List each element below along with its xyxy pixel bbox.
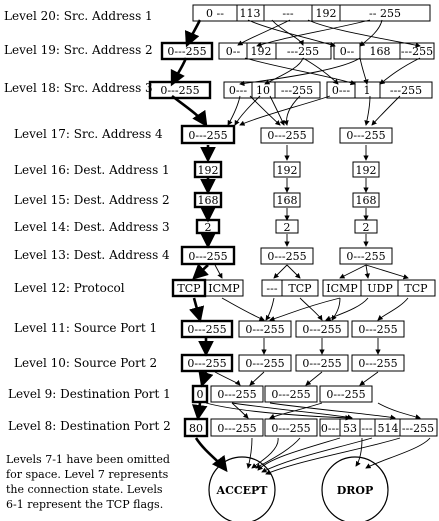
node-l16-a: 192 bbox=[198, 164, 219, 177]
node-l8-d2: 53 bbox=[343, 422, 357, 435]
note-line-1: Levels 7-1 have been omitted bbox=[6, 453, 170, 466]
node-l19-b3: ---255 bbox=[287, 45, 319, 58]
level-15-label: Level 15: Dest. Address 2 bbox=[14, 193, 170, 207]
node-l19-c2: 168 bbox=[370, 45, 391, 58]
level-20-label: Level 20: Src. Address 1 bbox=[4, 9, 153, 23]
edges bbox=[205, 19, 431, 475]
nodes bbox=[148, 4, 438, 438]
footnote: Levels 7-1 have been omitted for space. … bbox=[6, 453, 170, 511]
level-12-label: Level 12: Protocol bbox=[14, 281, 125, 295]
node-l10-d: 0---255 bbox=[358, 357, 397, 370]
node-l10-a: 0---255 bbox=[187, 357, 226, 370]
node-l18-c2: 1 bbox=[364, 84, 371, 97]
note-line-3: the connection state. Levels bbox=[6, 483, 163, 496]
terminals: ACCEPT DROP bbox=[208, 456, 389, 521]
node-l8-d4: 514 bbox=[378, 422, 399, 435]
node-l9-c: 0---255 bbox=[271, 388, 310, 401]
node-l17-a: 0---255 bbox=[188, 129, 227, 142]
node-l11-c: 0---255 bbox=[302, 323, 341, 336]
drop-label: DROP bbox=[337, 484, 374, 497]
node-l8-b: 0---255 bbox=[217, 422, 256, 435]
node-l19-b2: 192 bbox=[251, 45, 272, 58]
node-l8-d5: ---255 bbox=[402, 422, 434, 435]
node-l19-c1: 0-- bbox=[340, 45, 355, 58]
node-l10-b: 0---255 bbox=[245, 357, 284, 370]
node-l12-icmp2: ICMP bbox=[326, 282, 358, 295]
accept-label: ACCEPT bbox=[216, 484, 269, 497]
node-l8-80: 80 bbox=[189, 422, 203, 435]
node-l12-udp: UDP bbox=[367, 282, 393, 295]
drop-node bbox=[321, 456, 389, 521]
accept-node bbox=[208, 456, 276, 521]
level-18-label: Level 18: Src. Address 3 bbox=[4, 81, 153, 95]
node-l18-c3: ---255 bbox=[390, 84, 422, 97]
node-l19-b1: 0-- bbox=[226, 45, 241, 58]
node-l18-b1: 0--- bbox=[229, 84, 247, 97]
node-l9-b: 0---255 bbox=[217, 388, 256, 401]
node-l8-d3: --- bbox=[361, 422, 372, 435]
node-l18-c1: 0--- bbox=[332, 84, 350, 97]
level-19-label: Level 19: Src. Address 2 bbox=[4, 43, 153, 57]
node-l17-b: 0---255 bbox=[267, 129, 306, 142]
node-l12-dash: --- bbox=[266, 282, 277, 295]
node-l20-end: -- 255 bbox=[369, 7, 401, 20]
level-8-label: Level 8: Destination Port 2 bbox=[8, 419, 171, 433]
node-l16-c: 192 bbox=[356, 164, 377, 177]
node-l13-b: 0---255 bbox=[267, 250, 306, 263]
node-l20-dash: --- bbox=[282, 7, 293, 20]
node-l17-c: 0---255 bbox=[346, 129, 385, 142]
level-10-label: Level 10: Source Port 2 bbox=[14, 356, 157, 370]
node-l15-c: 168 bbox=[356, 194, 377, 207]
node-labels: 0 -- 113 --- 192 -- 255 0---255 0-- 192 … bbox=[160, 7, 434, 435]
level-labels: Level 20: Src. Address 1 Level 19: Src. … bbox=[4, 9, 171, 433]
node-l12-tcp: TCP bbox=[177, 282, 201, 295]
node-l13-c: 0---255 bbox=[346, 250, 385, 263]
node-l9-a: 0 bbox=[197, 388, 204, 401]
node-l10-c: 0---255 bbox=[302, 357, 341, 370]
node-l18-b2: 10 bbox=[256, 84, 270, 97]
node-l19-a: 0---255 bbox=[167, 45, 206, 58]
node-l15-b: 168 bbox=[277, 194, 298, 207]
node-l20-192: 192 bbox=[316, 7, 337, 20]
node-l18-a: 0---255 bbox=[160, 84, 199, 97]
node-l15-a: 168 bbox=[198, 194, 219, 207]
note-line-4: 6-1 represent the TCP flags. bbox=[6, 498, 163, 511]
level-13-label: Level 13: Dest. Address 4 bbox=[14, 248, 170, 262]
node-l20-113: 113 bbox=[240, 7, 261, 20]
level-16-label: Level 16: Dest. Address 1 bbox=[14, 163, 170, 177]
node-l8-d1: 0--- bbox=[321, 422, 339, 435]
node-l20-start: 0 -- bbox=[206, 7, 224, 20]
level-17-label: Level 17: Src. Address 4 bbox=[14, 127, 163, 141]
node-l11-d: 0---255 bbox=[358, 323, 397, 336]
node-l19-c3: ---255 bbox=[401, 45, 433, 58]
node-l16-b: 192 bbox=[277, 164, 298, 177]
node-l11-b: 0---255 bbox=[245, 323, 284, 336]
level-14-label: Level 14: Dest. Address 3 bbox=[14, 220, 170, 234]
level-9-label: Level 9: Destination Port 1 bbox=[8, 387, 171, 401]
node-l13-a: 0---255 bbox=[188, 250, 227, 263]
node-l12-tcp2: TCP bbox=[288, 282, 312, 295]
level-11-label: Level 11: Source Port 1 bbox=[14, 321, 157, 335]
node-l14-b: 2 bbox=[284, 221, 291, 234]
note-line-2: for space. Level 7 represents bbox=[6, 468, 169, 481]
node-l11-a: 0---255 bbox=[187, 323, 226, 336]
node-l12-tcp3: TCP bbox=[404, 282, 428, 295]
node-l14-c: 2 bbox=[363, 221, 370, 234]
node-l8-c: 0---255 bbox=[271, 422, 310, 435]
node-l9-d: 0---255 bbox=[326, 388, 365, 401]
node-l14-a: 2 bbox=[205, 221, 212, 234]
node-l12-icmp: ICMP bbox=[208, 282, 240, 295]
node-l18-b3: ---255 bbox=[281, 84, 313, 97]
